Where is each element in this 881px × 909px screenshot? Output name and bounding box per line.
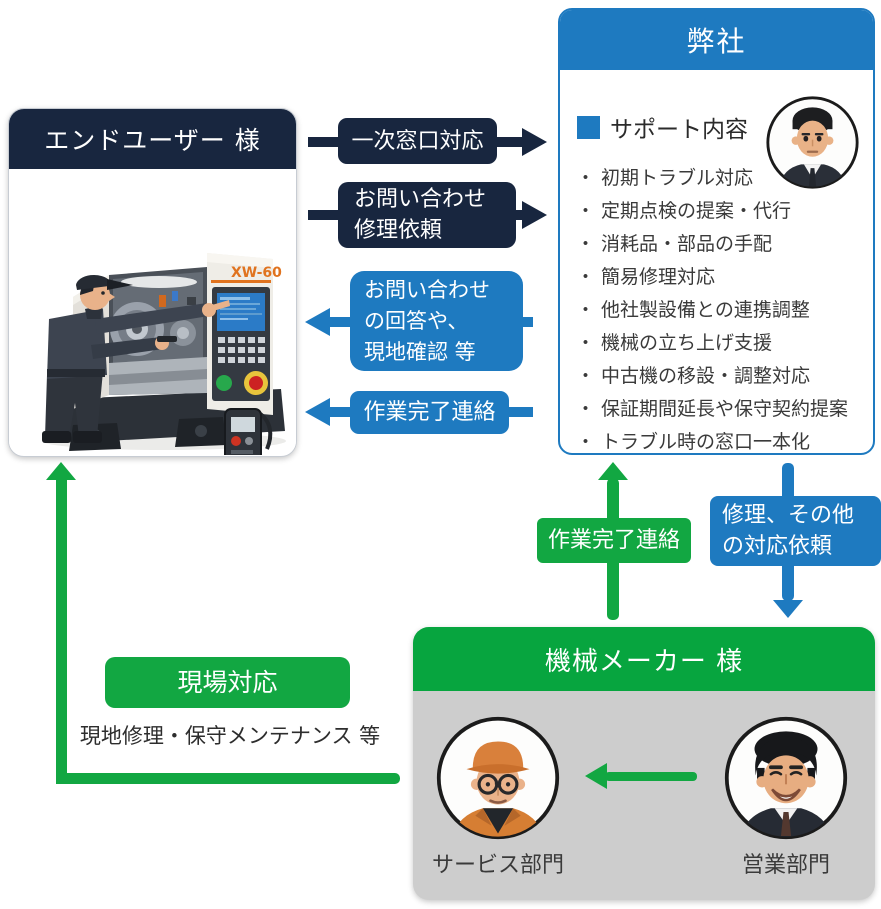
list-item: 他社製設備との連携調整 — [576, 294, 848, 327]
primary-contact-arrowhead-icon — [522, 128, 547, 156]
list-item: 簡易修理対応 — [576, 261, 848, 294]
service-dept-label: サービス部門 — [431, 853, 564, 878]
repair-dispatch-arrowhead-icon — [773, 600, 803, 618]
machine-model-label: XW-60 — [231, 265, 282, 281]
inquiry-arrowhead-icon — [522, 201, 547, 229]
inquiry-label: お問い合わせ 修理依頼 — [338, 182, 516, 248]
response-arrowhead-icon — [305, 308, 330, 336]
support-items-list: 初期トラブル対応 定期点検の提案・代行 消耗品・部品の手配 簡易修理対応 他社製… — [576, 162, 848, 453]
completion-company-label: 作業完了連絡 — [537, 518, 691, 563]
list-item: 消耗品・部品の手配 — [576, 228, 848, 261]
support-heading: サポート内容 — [610, 117, 748, 143]
list-item: 初期トラブル対応 — [576, 162, 848, 195]
machine-operator-illustration: XW-60 — [9, 169, 296, 456]
repair-dispatch-label: 修理、その他 の対応依頼 — [710, 496, 881, 566]
internal-handoff-arrow — [605, 772, 697, 781]
primary-contact-label: 一次窓口対応 — [338, 118, 497, 164]
maker-title: 機械メーカー 様 — [413, 627, 875, 691]
onsite-label: 現場対応 — [105, 657, 350, 708]
response-label: お問い合わせ の回答や、 現地確認 等 — [350, 271, 523, 371]
sales-dept-avatar — [724, 716, 848, 840]
onsite-arrow-horizontal — [56, 773, 400, 784]
list-item: トラブル時の窓口一本化 — [576, 426, 848, 453]
support-heading-bullet-icon — [577, 115, 600, 139]
internal-handoff-arrowhead-icon — [585, 763, 607, 789]
support-heading-row: サポート内容 — [577, 110, 748, 144]
list-item: 保証期間延長や保守契約提案 — [576, 393, 848, 426]
onsite-arrow-vertical — [56, 478, 67, 779]
end-user-title: エンドユーザー 様 — [9, 109, 296, 169]
end-user-card: エンドユーザー 様 — [8, 108, 297, 457]
sales-dept-label: 営業部門 — [741, 853, 830, 878]
onsite-arrowhead-icon — [46, 462, 76, 480]
completion-user-arrowhead-icon — [305, 398, 330, 426]
completion-user-label: 作業完了連絡 — [350, 391, 509, 434]
list-item: 中古機の移設・調整対応 — [576, 360, 848, 393]
company-title: 弊社 — [560, 10, 873, 70]
list-item: 機械の立ち上げ支援 — [576, 327, 848, 360]
list-item: 定期点検の提案・代行 — [576, 195, 848, 228]
company-card: 弊社 サポート内容 — [558, 8, 875, 455]
onsite-note: 現地修理・保守メンテナンス 等 — [79, 724, 381, 748]
service-dept-avatar — [436, 716, 560, 840]
maker-card: 機械メーカー 様 — [413, 627, 875, 900]
completion-company-arrowhead-icon — [598, 462, 628, 480]
